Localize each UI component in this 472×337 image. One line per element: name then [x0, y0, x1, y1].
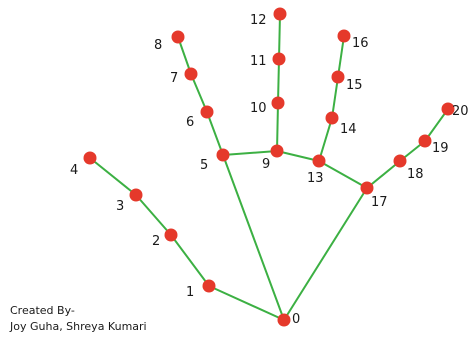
connection-15-16 — [337, 35, 345, 78]
landmark-point-12 — [273, 7, 287, 21]
landmark-point-11 — [272, 52, 286, 66]
landmark-label-3: 3 — [116, 199, 124, 214]
landmark-point-8 — [171, 30, 185, 44]
landmark-point-3 — [129, 188, 143, 202]
landmark-label-6: 6 — [186, 115, 194, 130]
connection-10-11 — [277, 58, 280, 104]
landmark-point-9 — [270, 144, 284, 158]
connection-3-4 — [89, 157, 137, 196]
connection-9-10 — [276, 102, 279, 152]
landmark-label-15: 15 — [346, 78, 363, 93]
credit-title: Created By- — [10, 304, 75, 317]
landmark-label-18: 18 — [407, 167, 424, 182]
credit-authors: Joy Guha, Shreya Kumari — [10, 320, 147, 333]
connection-5-6 — [206, 111, 224, 156]
landmark-point-1 — [202, 279, 216, 293]
connection-2-3 — [135, 194, 172, 236]
connection-7-8 — [177, 36, 192, 75]
landmark-label-1: 1 — [186, 285, 194, 300]
landmark-label-5: 5 — [200, 158, 208, 173]
landmark-label-19: 19 — [432, 141, 449, 156]
landmark-label-12: 12 — [250, 13, 267, 28]
landmark-point-16 — [337, 29, 351, 43]
connection-11-12 — [278, 13, 281, 60]
landmark-label-14: 14 — [340, 122, 357, 137]
connection-lines — [89, 13, 449, 321]
connection-13-14 — [318, 117, 333, 162]
landmark-label-7: 7 — [170, 71, 178, 86]
landmark-label-8: 8 — [154, 38, 162, 53]
connection-0-5 — [222, 154, 285, 321]
landmark-point-18 — [393, 154, 407, 168]
landmark-point-10 — [271, 96, 285, 110]
landmark-label-4: 4 — [70, 163, 78, 178]
landmark-point-13 — [312, 154, 326, 168]
landmark-label-9: 9 — [262, 157, 270, 172]
connection-17-18 — [366, 160, 401, 189]
landmark-point-0 — [277, 313, 291, 327]
connection-9-13 — [276, 150, 320, 162]
connection-14-15 — [331, 76, 339, 119]
connection-5-9 — [222, 150, 278, 156]
landmark-label-17: 17 — [371, 195, 388, 210]
connection-19-20 — [424, 108, 449, 142]
landmark-point-6 — [200, 105, 214, 119]
connection-0-1 — [208, 285, 285, 321]
landmark-label-0: 0 — [292, 312, 300, 327]
landmark-point-20 — [441, 102, 455, 116]
landmark-point-17 — [360, 181, 374, 195]
landmark-point-7 — [184, 67, 198, 81]
landmark-point-19 — [418, 134, 432, 148]
landmark-point-15 — [331, 70, 345, 84]
landmark-point-14 — [325, 111, 339, 125]
connection-13-17 — [318, 160, 368, 189]
landmark-point-4 — [83, 151, 97, 165]
landmark-label-16: 16 — [352, 36, 369, 51]
landmark-label-13: 13 — [307, 171, 324, 186]
landmark-label-20: 20 — [452, 104, 469, 119]
landmark-label-11: 11 — [250, 54, 267, 69]
landmark-point-2 — [164, 228, 178, 242]
landmark-points — [83, 7, 455, 327]
connection-6-7 — [190, 73, 208, 113]
landmark-label-10: 10 — [250, 101, 267, 116]
connection-1-2 — [170, 234, 210, 287]
connection-0-17 — [283, 187, 368, 321]
landmark-point-5 — [216, 148, 230, 162]
landmark-label-2: 2 — [152, 234, 160, 249]
